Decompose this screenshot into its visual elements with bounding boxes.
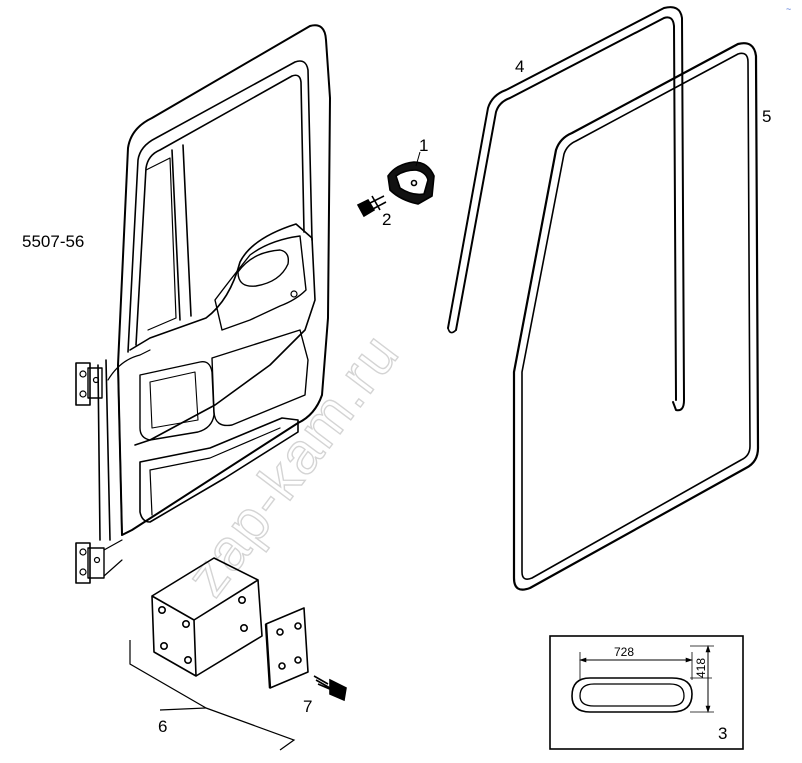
- door-outer-frame: [117, 24, 331, 536]
- part-7-plate: [264, 607, 309, 689]
- leader-1: [415, 151, 421, 167]
- window-divider-post: [171, 144, 192, 321]
- callout-2: 2: [382, 210, 391, 229]
- lower-bin: [139, 417, 299, 523]
- callout-1: 1: [419, 136, 428, 155]
- part-6-bracket: [151, 557, 263, 677]
- detail-3-box: [549, 635, 744, 750]
- callout-6: 6: [158, 717, 167, 736]
- door-check-strap: [107, 349, 151, 381]
- drawing-code: 5507-56: [22, 232, 84, 251]
- part-2-screw: [356, 195, 387, 218]
- armrest-pocket-inner: [149, 371, 199, 429]
- callout-5: 5: [762, 107, 771, 126]
- window-frame-outer: [127, 60, 313, 353]
- vent-glass: [145, 157, 177, 331]
- door-assembly: [75, 24, 331, 584]
- corner-mark: ~: [786, 4, 791, 14]
- callout-4: 4: [515, 57, 524, 76]
- callout-3: 3: [718, 724, 727, 743]
- part-1-cover: [387, 161, 435, 205]
- lock-screw: [290, 290, 298, 298]
- window-frame-inner: [135, 74, 305, 346]
- leader-6: [129, 640, 296, 751]
- door-hinge-edge: [97, 359, 123, 541]
- armrest-pocket: [139, 361, 215, 441]
- part-7-bolt: [313, 675, 347, 702]
- lower-hinge: [75, 539, 123, 584]
- dim-height: 418: [694, 658, 708, 678]
- door-handle-recess: [237, 249, 290, 287]
- callout-7: 7: [303, 697, 312, 716]
- upper-hinge: [75, 362, 103, 406]
- part-5-seal: [512, 42, 760, 591]
- part-4-seal: [447, 6, 685, 412]
- oval-recess: [571, 677, 693, 713]
- lower-bin-inner: [149, 427, 281, 516]
- dim-width: 728: [614, 645, 634, 659]
- door-panel-recess: [214, 235, 307, 331]
- side-pocket: [211, 329, 309, 427]
